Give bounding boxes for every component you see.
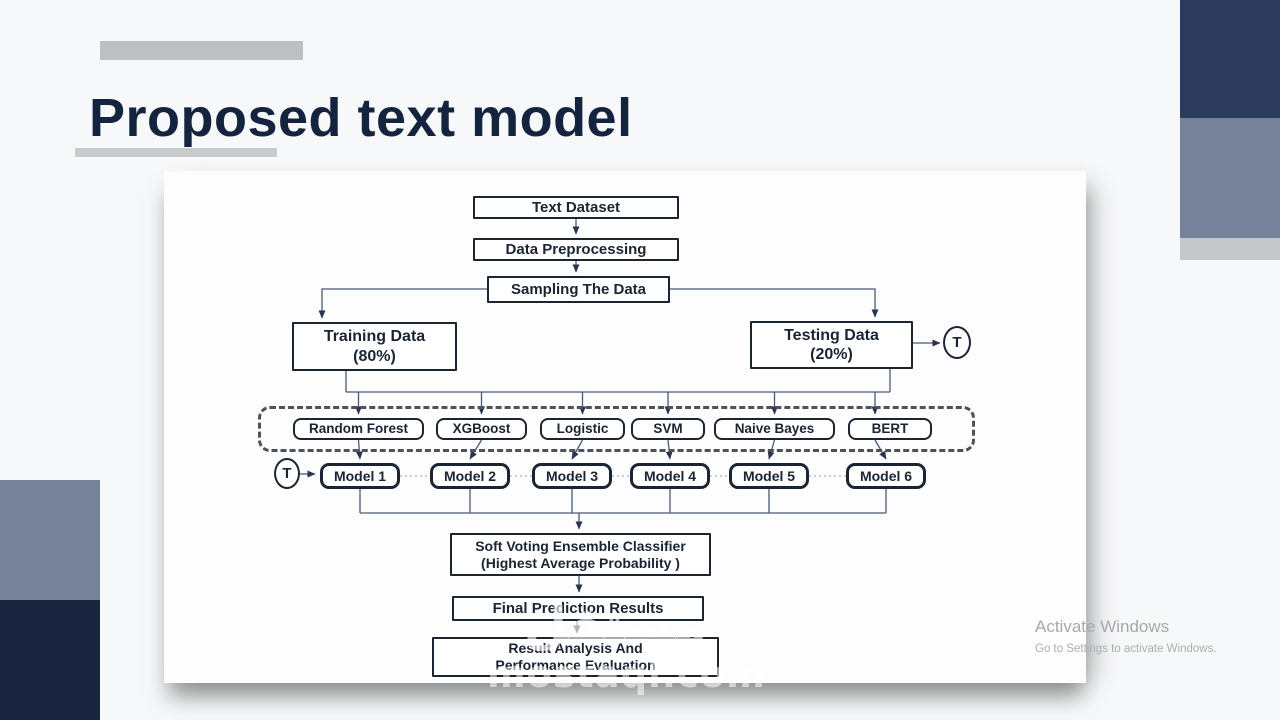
node-text-dataset: Text Dataset (473, 196, 679, 219)
node-model-2: Model 2 (430, 463, 510, 489)
node-label: XGBoost (452, 420, 511, 436)
node-model-4: Model 4 (630, 463, 710, 489)
node-label: Final Prediction Results (492, 599, 664, 617)
title-accent-bar (100, 41, 303, 60)
node-label: Sampling The Data (510, 280, 647, 298)
node-naive-bayes: Naive Bayes (714, 418, 835, 440)
node-label: Data Preprocessing (505, 240, 647, 258)
node-bert: BERT (848, 418, 932, 440)
title-underline-bar (75, 148, 277, 157)
classifier-group-container (258, 406, 975, 452)
flowchart-panel: Text Dataset Data Preprocessing Sampling… (164, 171, 1086, 683)
node-sublabel: Performance Evaluation (495, 657, 656, 673)
t-label: T (952, 334, 962, 351)
node-sampling-the-data: Sampling The Data (487, 276, 670, 303)
node-model-3: Model 3 (532, 463, 612, 489)
node-label: Model 3 (545, 467, 599, 484)
t-label: T (282, 465, 292, 482)
node-logistic: Logistic (540, 418, 625, 440)
left-navy-block (0, 600, 100, 720)
node-label: Random Forest (308, 420, 408, 436)
node-label: Model 6 (859, 467, 913, 484)
node-model-5: Model 5 (729, 463, 809, 489)
left-gray-block (0, 480, 100, 600)
node-result-analysis: Result Analysis And Performance Evaluati… (432, 637, 719, 677)
node-soft-voting: Soft Voting Ensemble Classifier (Highest… (450, 533, 711, 576)
node-training-data: Training Data (80%) (292, 322, 457, 371)
node-label: Model 2 (443, 467, 497, 484)
activate-windows-subtitle: Go to Settings to activate Windows. (1035, 643, 1217, 655)
node-label: Soft Voting Ensemble Classifier (475, 537, 686, 554)
node-label: Result Analysis And (508, 640, 643, 657)
node-label: Model 1 (333, 467, 387, 484)
activate-windows-title: Activate Windows (1035, 617, 1170, 636)
node-sublabel: (Highest Average Probability ) (481, 554, 680, 571)
node-data-preprocessing: Data Preprocessing (473, 238, 679, 261)
node-label: Text Dataset (531, 198, 621, 216)
activate-windows-overlay: Activate Windows Go to Settings to activ… (1035, 617, 1217, 655)
node-random-forest: Random Forest (293, 418, 424, 440)
node-t-circle-right: T (943, 326, 971, 359)
node-svm: SVM (631, 418, 705, 440)
node-sublabel: (20%) (810, 346, 853, 363)
node-label: SVM (653, 420, 683, 436)
right-light-gray-block (1180, 238, 1280, 260)
node-sublabel: (80%) (353, 347, 396, 365)
node-model-1: Model 1 (320, 463, 400, 489)
node-label: Model 5 (742, 467, 796, 484)
node-model-6: Model 6 (846, 463, 926, 489)
node-label: BERT (871, 420, 909, 436)
right-navy-block (1180, 0, 1280, 118)
node-label: Model 4 (643, 467, 697, 484)
node-label: Training Data (323, 328, 426, 346)
node-label: Naive Bayes (734, 420, 815, 436)
node-testing-data: Testing Data (20%) (750, 321, 913, 369)
node-label: Logistic (556, 420, 609, 436)
node-final-prediction: Final Prediction Results (452, 596, 704, 621)
node-t-circle-left: T (274, 458, 300, 489)
node-label: Testing Data (784, 326, 879, 344)
page-title: Proposed text model (89, 88, 633, 148)
node-xgboost: XGBoost (436, 418, 527, 440)
right-gray-blue-block (1180, 118, 1280, 238)
